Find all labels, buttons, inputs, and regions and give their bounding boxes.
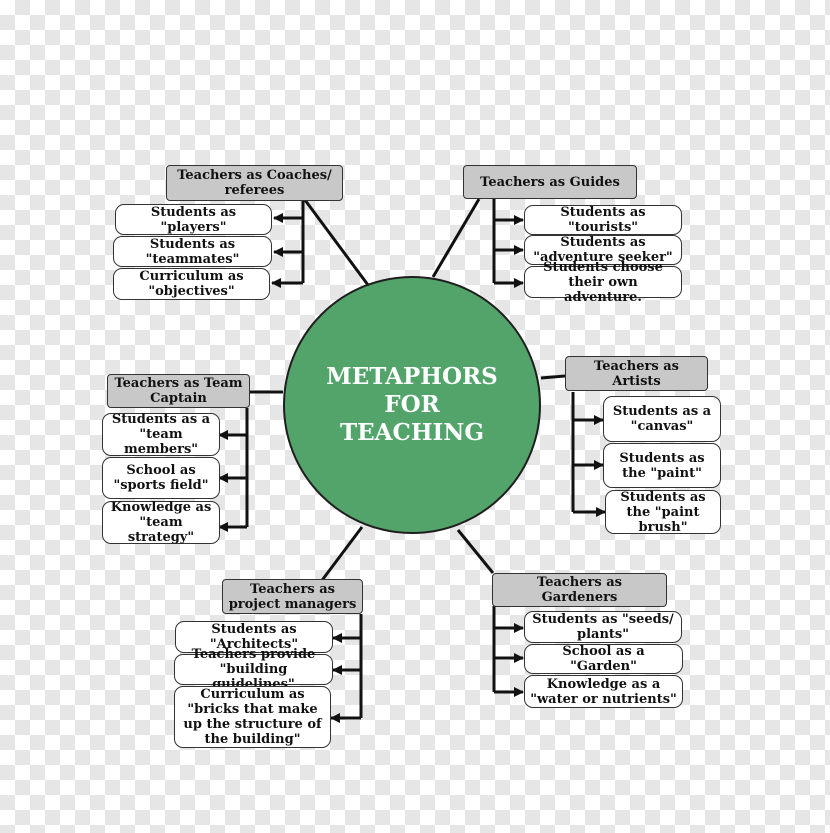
heading-guides: Teachers as Guides bbox=[463, 165, 637, 199]
spoke-coaches bbox=[303, 199, 370, 286]
heading-coaches: Teachers as Coaches/ referees bbox=[166, 165, 343, 201]
spoke-guides bbox=[431, 198, 481, 278]
spoke-gardeners bbox=[456, 529, 495, 574]
item-managers-2: Teachers provide "building guidelines" bbox=[174, 647, 333, 692]
heading-artists: Teachers as Artists bbox=[565, 356, 708, 391]
item-managers-3: Curriculum as "bricks that make up the s… bbox=[174, 686, 331, 748]
item-gardeners-1: Students as "seeds/ plants" bbox=[524, 611, 682, 643]
item-guides-2: Students as "adventure seeker" bbox=[524, 235, 682, 265]
item-coaches-1: Students as "players" bbox=[115, 204, 272, 235]
heading-managers: Teachers as project managers bbox=[222, 579, 363, 614]
item-guides-1: Students as "tourists" bbox=[524, 205, 682, 235]
spoke-artists bbox=[540, 374, 566, 380]
item-captain-3: Knowledge as "team strategy" bbox=[102, 500, 220, 545]
item-coaches-3: Curriculum as "objectives" bbox=[113, 268, 270, 300]
item-artists-1: Students as a "canvas" bbox=[603, 396, 721, 442]
heading-gardeners: Teachers as Gardeners bbox=[492, 573, 667, 607]
item-captain-1: Students as a "team members" bbox=[102, 412, 220, 457]
item-artists-2: Students as the "paint" bbox=[603, 443, 721, 488]
center-hub: METAPHORS FOR TEACHING bbox=[283, 276, 541, 534]
item-artists-3: Students as the "paint brush" bbox=[605, 490, 721, 535]
item-gardeners-2: School as a "Garden" bbox=[524, 644, 683, 674]
item-guides-3: Students choose their own adventure. bbox=[524, 260, 682, 305]
item-captain-2: School as "sports field" bbox=[102, 457, 220, 499]
item-gardeners-3: Knowledge as a "water or nutrients" bbox=[524, 675, 683, 708]
center-title: METAPHORS FOR TEACHING bbox=[326, 363, 498, 446]
item-managers-1: Students as "Architects" bbox=[175, 621, 333, 653]
heading-captain: Teachers as Team Captain bbox=[107, 374, 250, 408]
item-coaches-2: Students as "teammates" bbox=[113, 236, 272, 267]
spoke-managers bbox=[318, 526, 364, 584]
